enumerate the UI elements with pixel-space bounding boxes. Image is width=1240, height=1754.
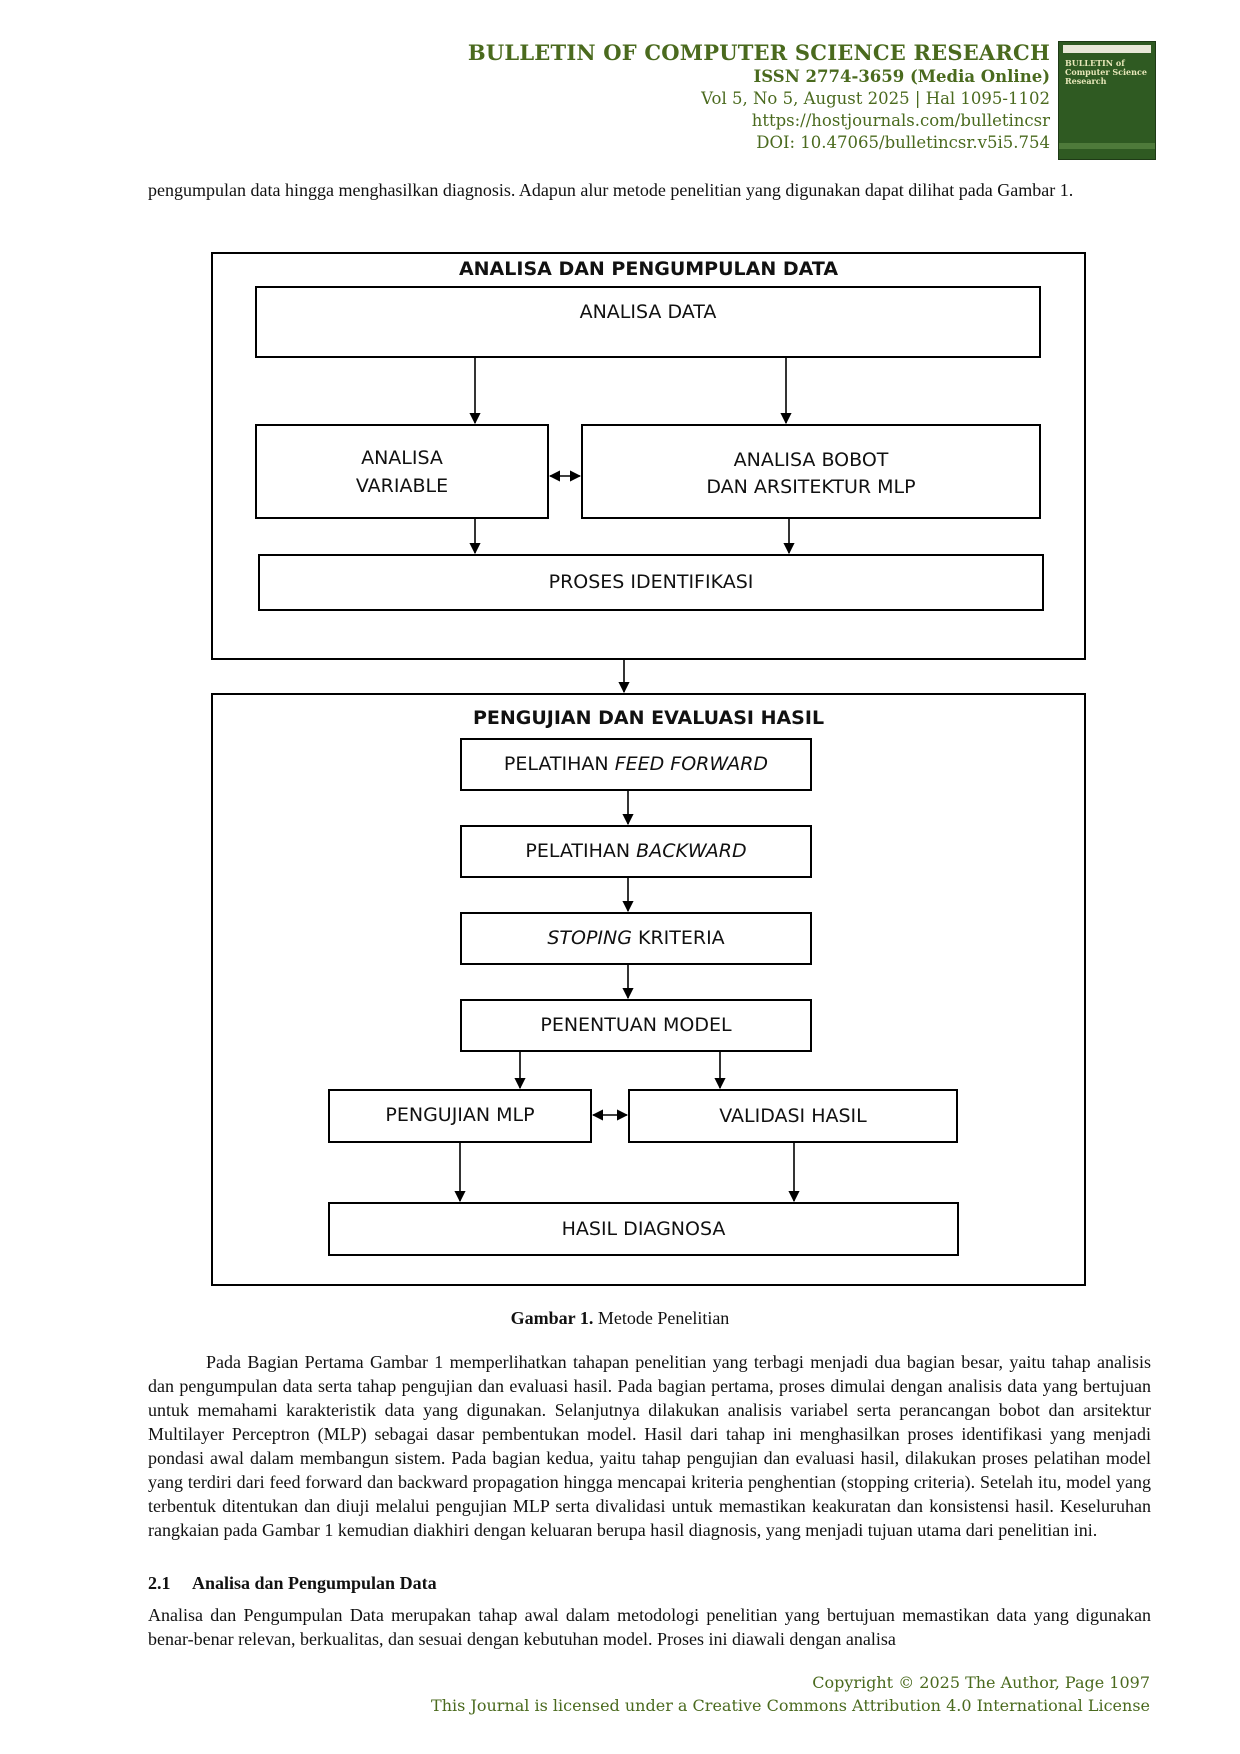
- body-paragraph: Pada Bagian Pertama Gambar 1 memperlihat…: [148, 1352, 1151, 1540]
- box-pelatihan-feed-forward: PELATIHAN FEED FORWARD: [460, 738, 812, 791]
- label-penentuan-model: PENENTUAN MODEL: [540, 1014, 732, 1036]
- doi[interactable]: DOI: 10.47065/bulletincsr.v5i5.754: [756, 133, 1050, 152]
- label-pengujian-mlp: PENGUJIAN MLP: [385, 1104, 535, 1126]
- label-pelatihan-feed-forward: PELATIHAN FEED FORWARD: [462, 750, 810, 778]
- box-proses-identifikasi: PROSES IDENTIFIKASI: [258, 554, 1044, 611]
- box-analisa-data: ANALISA DATA: [255, 286, 1041, 358]
- label-hasil-diagnosa: HASIL DIAGNOSA: [561, 1218, 726, 1240]
- box-hasil-diagnosa: HASIL DIAGNOSA: [328, 1202, 959, 1256]
- page-footer: Copyright © 2025 The Author, Page 1097 T…: [431, 1671, 1150, 1717]
- caption-text: Metode Penelitian: [593, 1308, 730, 1328]
- label-analisa-bobot-1: ANALISA BOBOT: [733, 449, 889, 471]
- label-analisa-data: ANALISA DATA: [579, 301, 717, 323]
- journal-url[interactable]: https://hostjournals.com/bulletincsr: [751, 111, 1050, 130]
- frame-pengujian-evaluasi: PENGUJIAN DAN EVALUASI HASIL: [211, 693, 1086, 1286]
- box-validasi-hasil: VALIDASI HASIL: [628, 1089, 958, 1143]
- box-pelatihan-backward: PELATIHAN BACKWARD: [460, 825, 812, 878]
- frame-title-analisa: ANALISA DAN PENGUMPULAN DATA: [458, 258, 839, 280]
- cover-top-strip: [1063, 45, 1151, 53]
- footer-copyright: Copyright © 2025 The Author, Page 1097: [812, 1673, 1150, 1692]
- box-penentuan-model: PENENTUAN MODEL: [460, 999, 812, 1052]
- box-stoping-kriteria: STOPING KRITERIA: [460, 912, 812, 965]
- box-analisa-bobot: ANALISA BOBOT DAN ARSITEKTUR MLP: [581, 424, 1041, 519]
- section-heading: 2.1 Analisa dan Pengumpulan Data: [148, 1573, 437, 1594]
- label-backward: BACKWARD: [636, 840, 747, 862]
- label-analisa-variable-2: VARIABLE: [355, 475, 449, 497]
- section-number: 2.1: [148, 1573, 171, 1593]
- journal-title: BULLETIN OF COMPUTER SCIENCE RESEARCH: [467, 40, 1050, 65]
- frame-analisa-pengumpulan: ANALISA DAN PENGUMPULAN DATA: [211, 252, 1086, 660]
- label-analisa-bobot-2: DAN ARSITEKTUR MLP: [706, 476, 916, 498]
- label-kriteria: KRITERIA: [631, 927, 725, 949]
- box-analisa-variable: ANALISA VARIABLE: [255, 424, 549, 519]
- issn: ISSN 2774-3659 (Media Online): [753, 67, 1050, 86]
- label-stoping-kriteria: STOPING KRITERIA: [462, 924, 810, 952]
- label-pelatihan-prefix-1: PELATIHAN: [503, 753, 615, 775]
- journal-cover-image: BULLETIN of Computer Science Research: [1058, 41, 1156, 160]
- journal-header: BULLETIN OF COMPUTER SCIENCE RESEARCH IS…: [350, 40, 1050, 154]
- volume-info: Vol 5, No 5, August 2025 | Hal 1095-1102: [701, 89, 1050, 108]
- section-paragraph: Analisa dan Pengumpulan Data merupakan t…: [148, 1605, 1151, 1649]
- caption-label: Gambar 1.: [510, 1308, 594, 1328]
- cover-bottom-bar: [1059, 143, 1155, 149]
- cover-title: BULLETIN of Computer Science Research: [1065, 58, 1147, 86]
- box-pengujian-mlp: PENGUJIAN MLP: [328, 1089, 592, 1143]
- label-analisa-variable-1: ANALISA: [361, 447, 443, 469]
- label-pelatihan-backward: PELATIHAN BACKWARD: [462, 837, 810, 865]
- figure-caption: Gambar 1. Metode Penelitian: [0, 1308, 1240, 1329]
- label-proses-identifikasi: PROSES IDENTIFIKASI: [548, 571, 754, 593]
- intro-paragraph: pengumpulan data hingga menghasilkan dia…: [148, 180, 1074, 200]
- label-validasi-hasil: VALIDASI HASIL: [719, 1105, 867, 1127]
- section-title: Analisa dan Pengumpulan Data: [192, 1573, 437, 1593]
- frame-title-pengujian: PENGUJIAN DAN EVALUASI HASIL: [472, 707, 825, 729]
- footer-license[interactable]: This Journal is licensed under a Creativ…: [431, 1696, 1150, 1715]
- label-feed-forward: FEED FORWARD: [614, 753, 769, 775]
- label-stoping: STOPING: [547, 927, 632, 949]
- label-pelatihan-prefix-2: PELATIHAN: [525, 840, 637, 862]
